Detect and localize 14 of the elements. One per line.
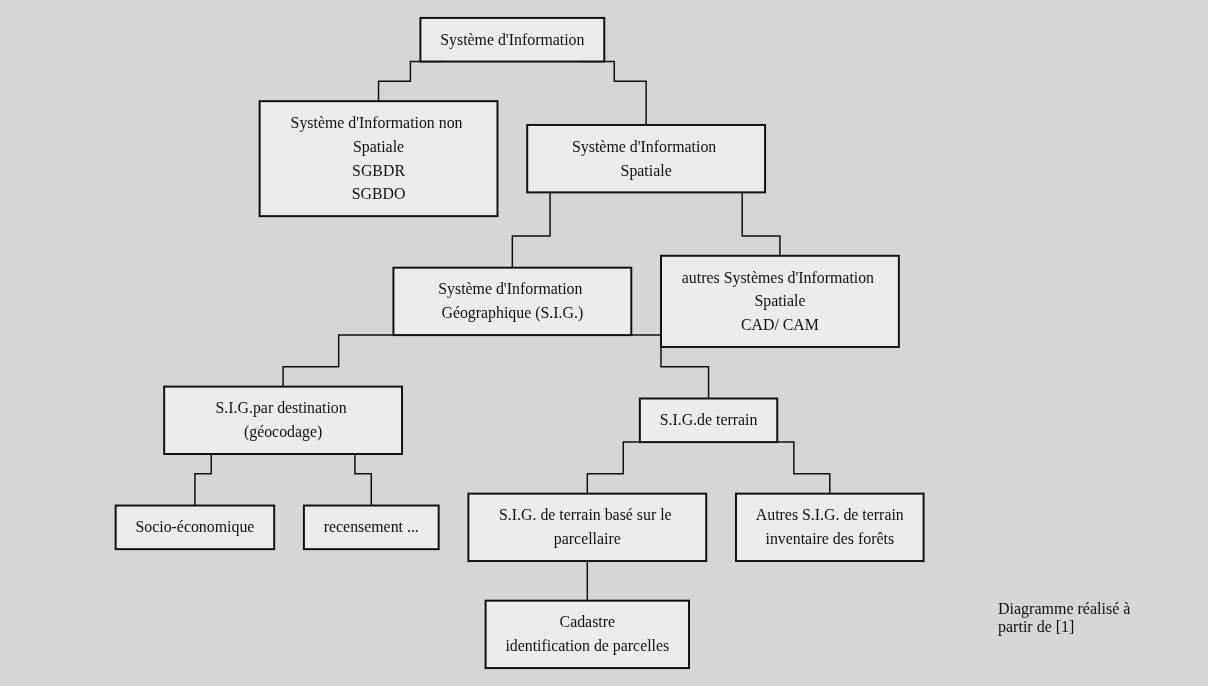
- node-box: Socio-économique: [115, 504, 276, 551]
- node-box: S.I.G.de terrain: [639, 397, 779, 444]
- node-box: recensement ...: [303, 504, 441, 551]
- node-box: Système d'Information non Spatiale SGBDR SGBDO: [259, 100, 499, 218]
- connector: [586, 560, 589, 602]
- node-box: S.I.G. de terrain basé sur le parcellaire: [467, 492, 708, 563]
- node-box: Cadastre identification de parcelles: [485, 599, 691, 670]
- node-box: Système d'Information: [419, 16, 606, 63]
- node-box: Système d'Information Géographique (S.I.G.): [392, 266, 633, 337]
- node-box: S.I.G.par destination (géocodage): [163, 385, 404, 455]
- node-box: Autres S.I.G. de terrain inventaire des forêts: [735, 492, 925, 563]
- node-box: autres Systèmes d'Information Spatiale CAD/ CAM: [660, 254, 901, 348]
- node-box: Système d'Information Spatiale: [526, 123, 767, 194]
- source-note: Diagramme réalisé à partir de [1]: [998, 600, 1132, 636]
